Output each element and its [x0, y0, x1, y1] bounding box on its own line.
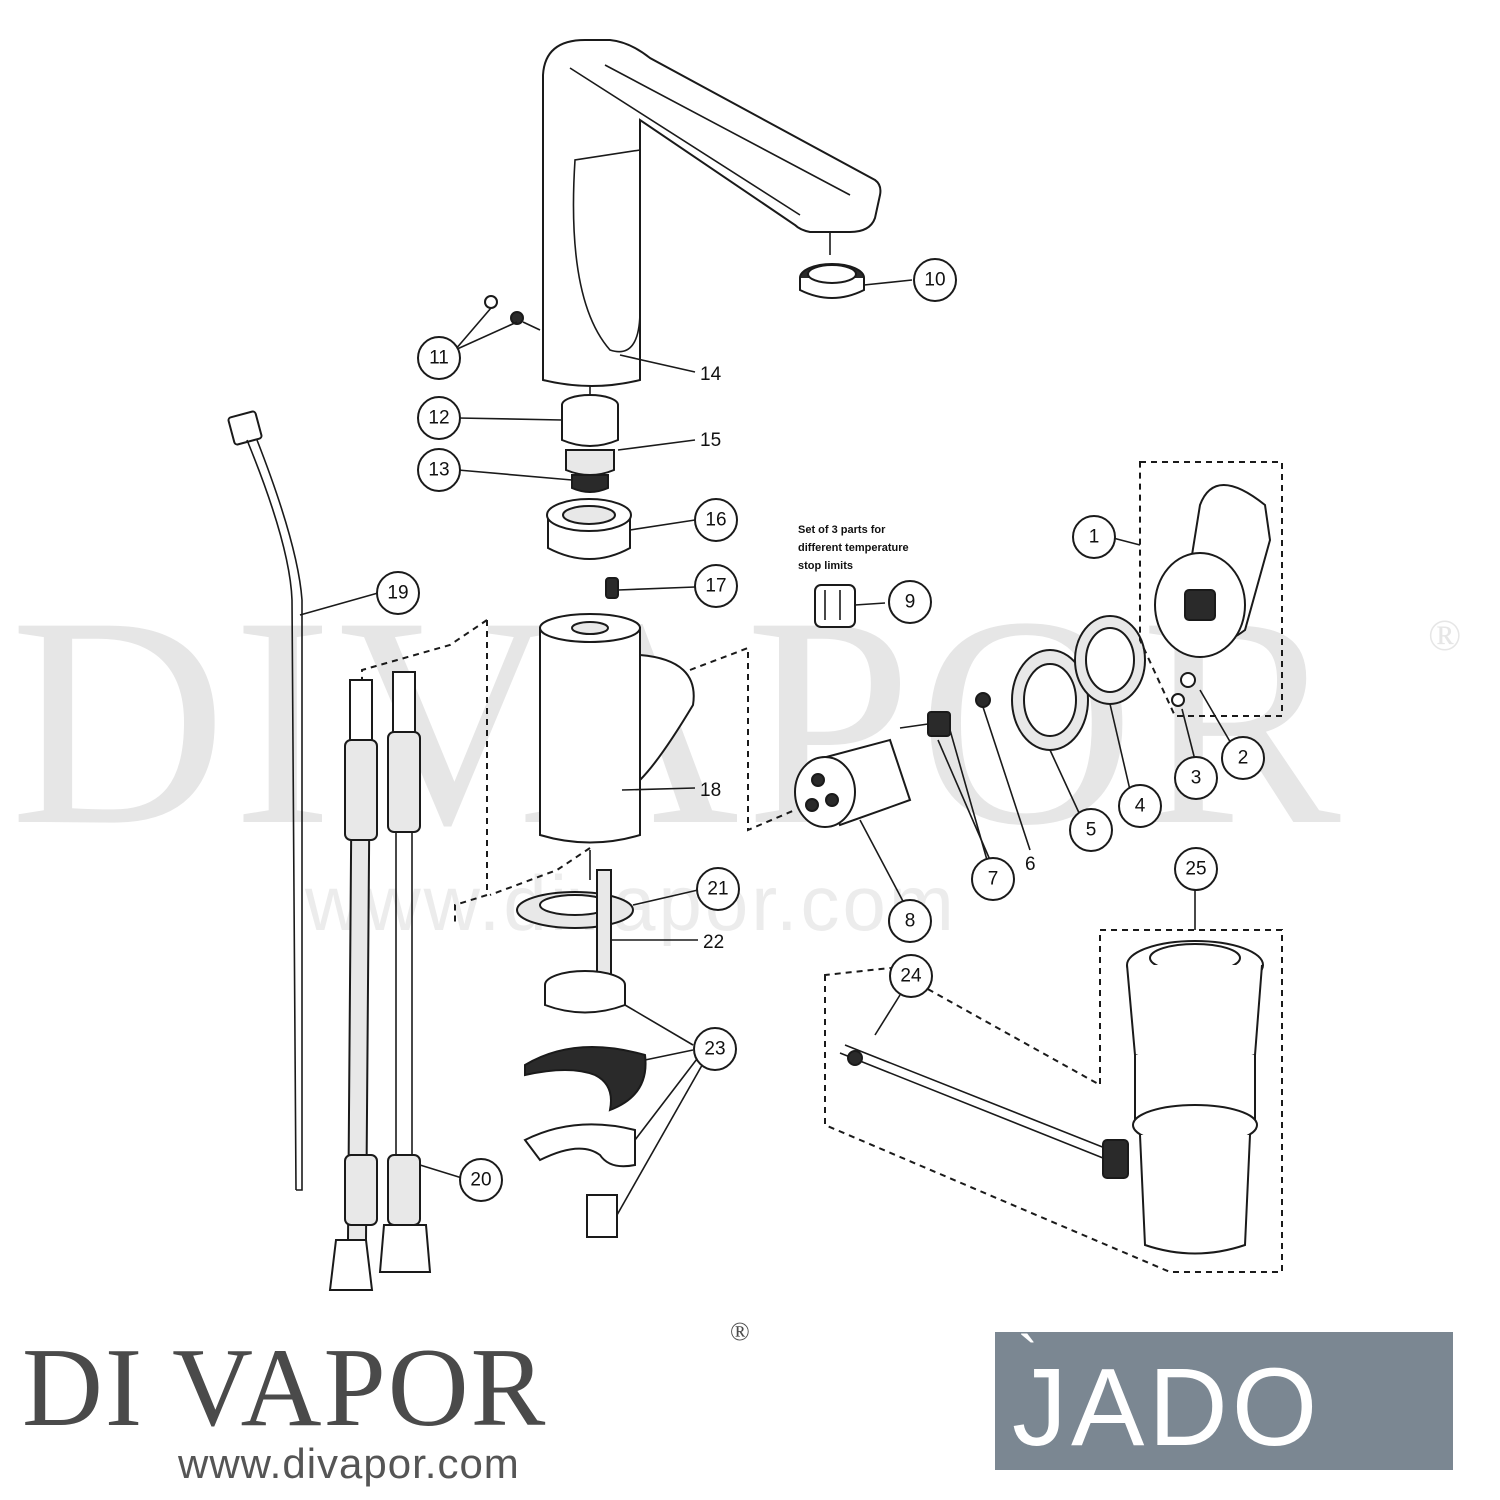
part-12-15-cartridge-insert	[561, 385, 619, 493]
svg-text:23: 23	[704, 1039, 725, 1060]
callout-21: 21	[696, 867, 740, 911]
callout-2: 2	[1221, 736, 1265, 780]
part-2-3-screws	[1171, 672, 1196, 707]
callout-10: 10	[913, 258, 957, 302]
part-10-aerator	[799, 263, 865, 299]
part-1-lever-handle	[1139, 461, 1283, 717]
label-22: 22	[703, 932, 724, 953]
part-23-fixing-kit	[523, 970, 647, 1238]
jado-logo-name: JADO	[1012, 1346, 1321, 1469]
callout-3: 3	[1174, 756, 1218, 800]
svg-text:2: 2	[1238, 748, 1249, 769]
svg-text:24: 24	[900, 966, 922, 987]
svg-text:10: 10	[924, 270, 945, 291]
svg-text:13: 13	[428, 460, 449, 481]
callout-16: 16	[694, 498, 738, 542]
svg-text:9: 9	[905, 592, 916, 613]
svg-text:8: 8	[905, 911, 916, 932]
part-18-body	[539, 613, 695, 880]
svg-text:12: 12	[428, 408, 449, 429]
leader-lines	[299, 279, 1233, 1216]
svg-text:17: 17	[705, 576, 726, 597]
label-14: 14	[700, 364, 722, 385]
svg-text:11: 11	[429, 348, 449, 369]
callout-12: 12	[417, 396, 461, 440]
divapor-logo-registered-mark: ®	[730, 1317, 750, 1346]
callout-23: 23	[693, 1027, 737, 1071]
callout-13: 13	[417, 448, 461, 492]
assembly-path-right	[689, 646, 796, 832]
part-16-nut	[546, 498, 632, 560]
callout-11: 11	[417, 336, 461, 380]
part-20-flex-hoses	[328, 671, 432, 1291]
callout-8: 8	[888, 899, 932, 943]
svg-text:25: 25	[1185, 859, 1206, 880]
part-21-washer	[516, 891, 634, 929]
part-11-screws	[484, 295, 541, 331]
part-17-grub-screw	[605, 577, 619, 599]
part-14-spout-body	[542, 39, 882, 387]
callout-9: 9	[888, 580, 932, 624]
part-19-lift-rod	[227, 410, 303, 1191]
svg-text:4: 4	[1135, 796, 1146, 817]
part-9-temperature-stop	[814, 584, 856, 628]
divapor-logo-name: DI VAPOR	[22, 1326, 547, 1450]
callout-25: 25	[1174, 847, 1218, 891]
label-6: 6	[1025, 854, 1036, 875]
svg-text:5: 5	[1086, 820, 1097, 841]
svg-text:16: 16	[705, 510, 726, 531]
jado-logo-accent: `	[1018, 1324, 1038, 1391]
part-4-cover-ring	[1074, 615, 1146, 705]
callout-5: 5	[1069, 808, 1113, 852]
callout-24: 24	[889, 954, 933, 998]
callout-4: 4	[1118, 784, 1162, 828]
part-6-7-adapter	[899, 692, 991, 737]
part-5-locking-nut	[1011, 649, 1089, 751]
svg-text:3: 3	[1191, 768, 1202, 789]
assembly-path-left	[361, 619, 591, 925]
callout-20: 20	[459, 1158, 503, 1202]
note-line-2: different temperature	[798, 542, 909, 554]
callout-7: 7	[971, 857, 1015, 901]
part-24-25-waste	[824, 929, 1283, 1273]
callout-19: 19	[376, 571, 420, 615]
note-line-1: Set of 3 parts for	[798, 524, 886, 536]
callout-17: 17	[694, 564, 738, 608]
svg-text:21: 21	[707, 879, 728, 900]
label-18: 18	[700, 780, 721, 801]
svg-text:7: 7	[988, 869, 999, 890]
jado-logo: JADO `	[995, 1324, 1453, 1470]
svg-text:20: 20	[470, 1170, 491, 1191]
watermark-registered-mark: ®	[1428, 611, 1461, 660]
watermark-url: www.divapor.com	[304, 859, 957, 947]
divapor-logo: DI VAPOR ® www.divapor.com	[22, 1317, 750, 1487]
label-15: 15	[700, 430, 721, 451]
callout-1: 1	[1072, 515, 1116, 559]
note-line-3: stop limits	[798, 560, 853, 572]
svg-text:1: 1	[1089, 527, 1100, 548]
part-8-cartridge	[794, 738, 912, 828]
svg-text:19: 19	[387, 583, 408, 604]
divapor-logo-url: www.divapor.com	[177, 1440, 520, 1487]
